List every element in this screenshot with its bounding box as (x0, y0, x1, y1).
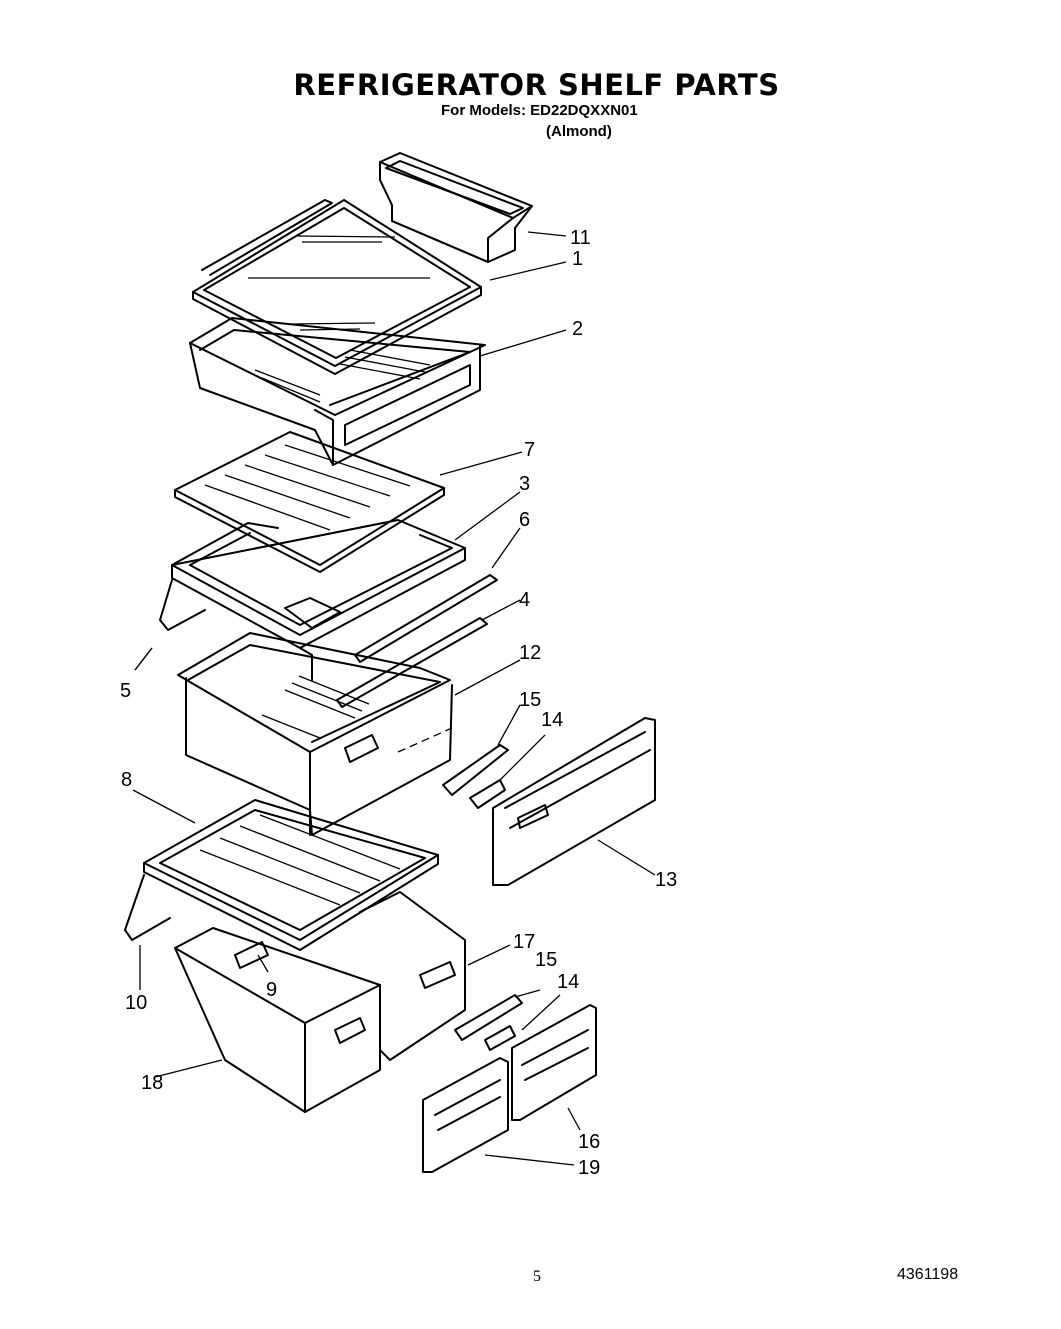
callout-7: 7 (524, 439, 535, 461)
callout-labels: 11 1 2 7 3 6 4 5 12 15 14 13 8 10 9 17 1… (120, 227, 677, 1179)
callout-15b: 15 (535, 949, 557, 971)
model-subtitle: For Models: ED22DQXXN01 (441, 102, 638, 119)
callout-15: 15 (519, 689, 541, 711)
callout-14: 14 (541, 709, 563, 731)
callout-4: 4 (519, 589, 530, 611)
part-glass-shelf (192, 199, 482, 375)
callout-19: 19 (578, 1157, 600, 1179)
callout-10: 10 (125, 992, 147, 1014)
callout-11: 11 (570, 227, 591, 249)
callout-8: 8 (121, 769, 132, 791)
part-pans (174, 891, 466, 1113)
part-crisper-drawer (177, 632, 453, 836)
part-slide-rails (336, 574, 498, 708)
callout-1: 1 (572, 248, 583, 270)
callout-13: 13 (655, 869, 677, 891)
part-storage-bin (379, 152, 533, 263)
callout-3: 3 (519, 473, 530, 495)
callout-5: 5 (120, 680, 131, 702)
part-cover-insert (174, 431, 445, 573)
document-number: 4361198 (897, 1266, 959, 1283)
part-lower-cover (124, 799, 439, 951)
callout-2: 2 (572, 318, 583, 340)
page-number: 5 (533, 1268, 541, 1285)
callout-16: 16 (578, 1131, 600, 1153)
model-variant: (Almond) (546, 123, 612, 140)
callout-14b: 14 (557, 971, 579, 993)
part-drawer-front-assembly (442, 717, 656, 886)
page-title: REFRIGERATOR SHELF PARTS (293, 68, 780, 102)
callout-12: 12 (519, 642, 541, 664)
part-cover-frame (159, 519, 466, 681)
part-lower-fronts (422, 994, 597, 1173)
callout-17: 17 (513, 931, 535, 953)
leader-lines (132, 231, 656, 1166)
callout-9: 9 (266, 979, 277, 1001)
callout-6: 6 (519, 509, 530, 531)
part-deli-drawer (189, 317, 486, 466)
callout-18: 18 (141, 1072, 163, 1094)
